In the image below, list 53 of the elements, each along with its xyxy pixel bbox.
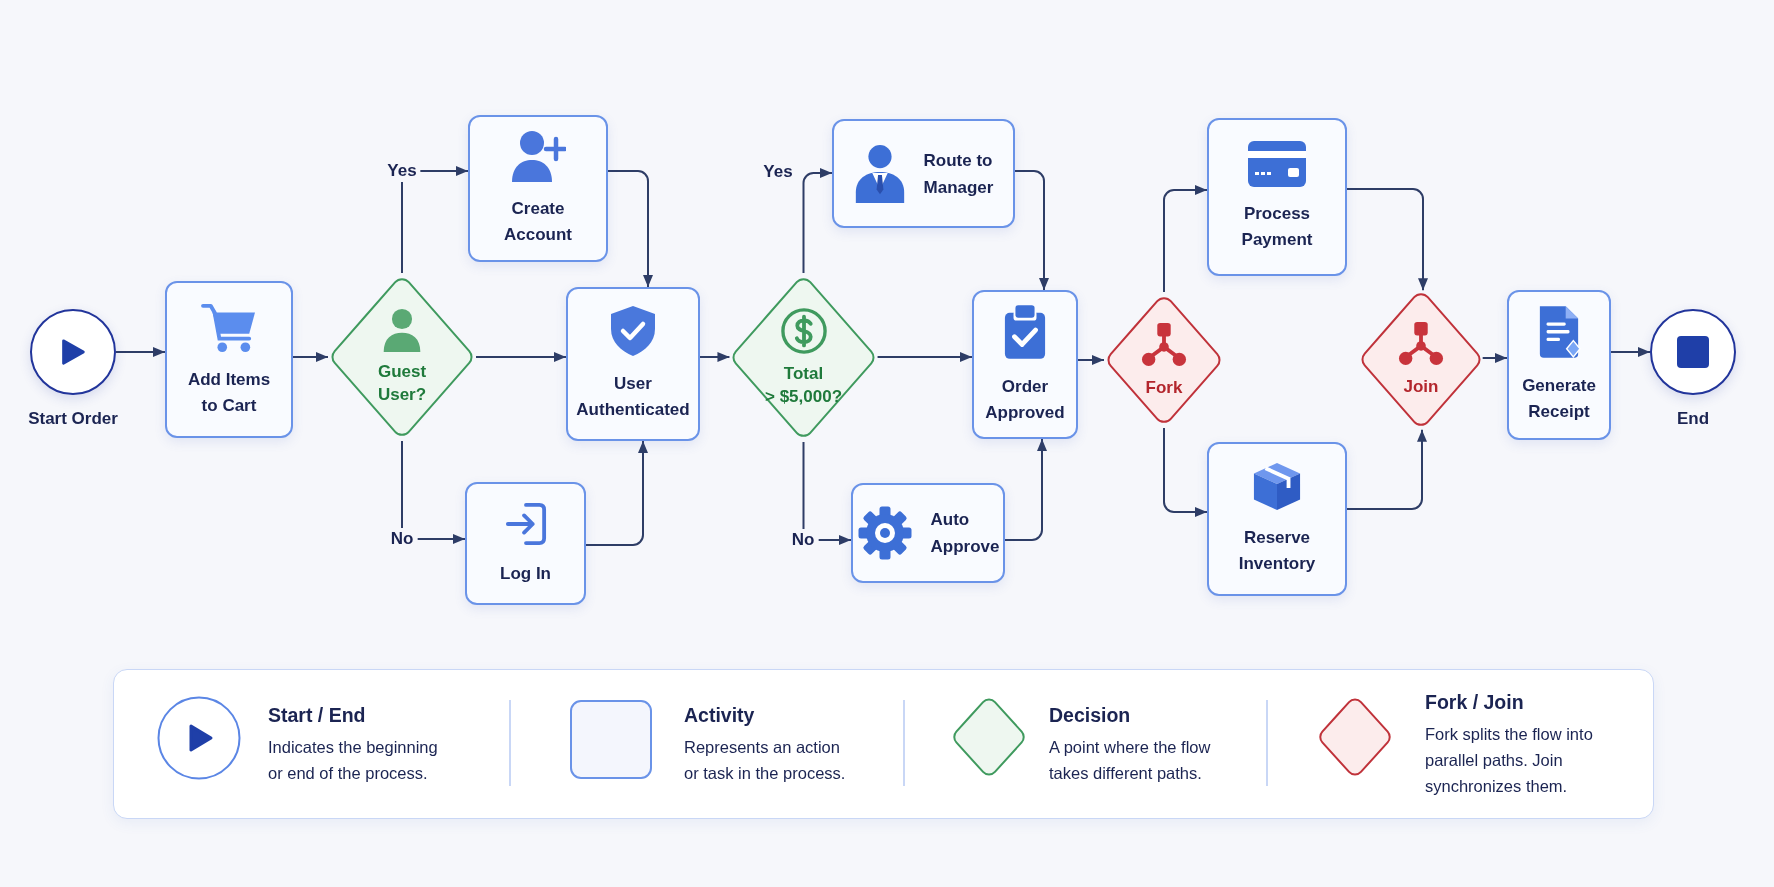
node-caption: End [1676, 409, 1710, 429]
arrow [585, 440, 648, 546]
arrow [699, 352, 731, 362]
node-label: Fork [1145, 376, 1183, 399]
arrow [1004, 438, 1047, 541]
legend-description: Represents an action or task in the process. [684, 736, 846, 784]
node-label: Create Account [504, 197, 572, 246]
arrow [1014, 170, 1049, 291]
node-caption: Start Order [28, 409, 118, 429]
arrow [1163, 427, 1208, 517]
arrow [475, 352, 567, 362]
node-label: Generate Receipt [1522, 375, 1596, 423]
activity-box [972, 290, 1078, 439]
legend-description: A point where the flow takes different paths. [1049, 736, 1211, 784]
node-label: Process Payment [1241, 203, 1313, 251]
arrow [1346, 188, 1428, 292]
activity-box [465, 482, 586, 605]
legend-title: Start / End [268, 702, 367, 727]
activity-box [468, 115, 608, 262]
arrow [1610, 347, 1651, 357]
activity-box [851, 483, 1005, 583]
arrow [1481, 353, 1508, 363]
arrow [1163, 185, 1208, 293]
start-end-circle [30, 309, 116, 395]
node-label: Total > $5,000? [765, 362, 842, 408]
activity-box [832, 119, 1015, 228]
activity-box [1207, 118, 1347, 276]
activity-box [1207, 442, 1347, 596]
legend-description: Indicates the beginning or end of the process. [268, 736, 438, 784]
node-label: User Authenticated [576, 373, 690, 421]
legend-description: Fork splits the flow into parallel paths. Join synchronizes them. [1425, 723, 1593, 797]
node-label: Reserve Inventory [1238, 527, 1316, 575]
legend-title: Decision [1049, 702, 1132, 727]
node-label: Order Approved [985, 375, 1065, 424]
arrow [876, 352, 973, 362]
activity-box [1507, 290, 1611, 440]
start-end-circle [1650, 309, 1736, 395]
node-label: Route to Manager [923, 149, 994, 199]
node-label: Add Items to Cart [187, 368, 271, 417]
arrow [1346, 428, 1427, 510]
node-label: Guest User? [377, 361, 427, 406]
arrow [292, 352, 329, 362]
node-label: Auto Approve [930, 509, 1000, 558]
arrow [607, 170, 653, 288]
legend-title: Activity [684, 702, 756, 727]
activity-box [566, 287, 700, 441]
arrow [1077, 355, 1105, 365]
arrow [115, 347, 166, 357]
arrow [802, 168, 833, 274]
node-label: Join [1403, 376, 1439, 398]
activity-box [165, 281, 293, 438]
legend-title: Fork / Join [1425, 689, 1525, 714]
node-label: Log In [500, 562, 551, 585]
